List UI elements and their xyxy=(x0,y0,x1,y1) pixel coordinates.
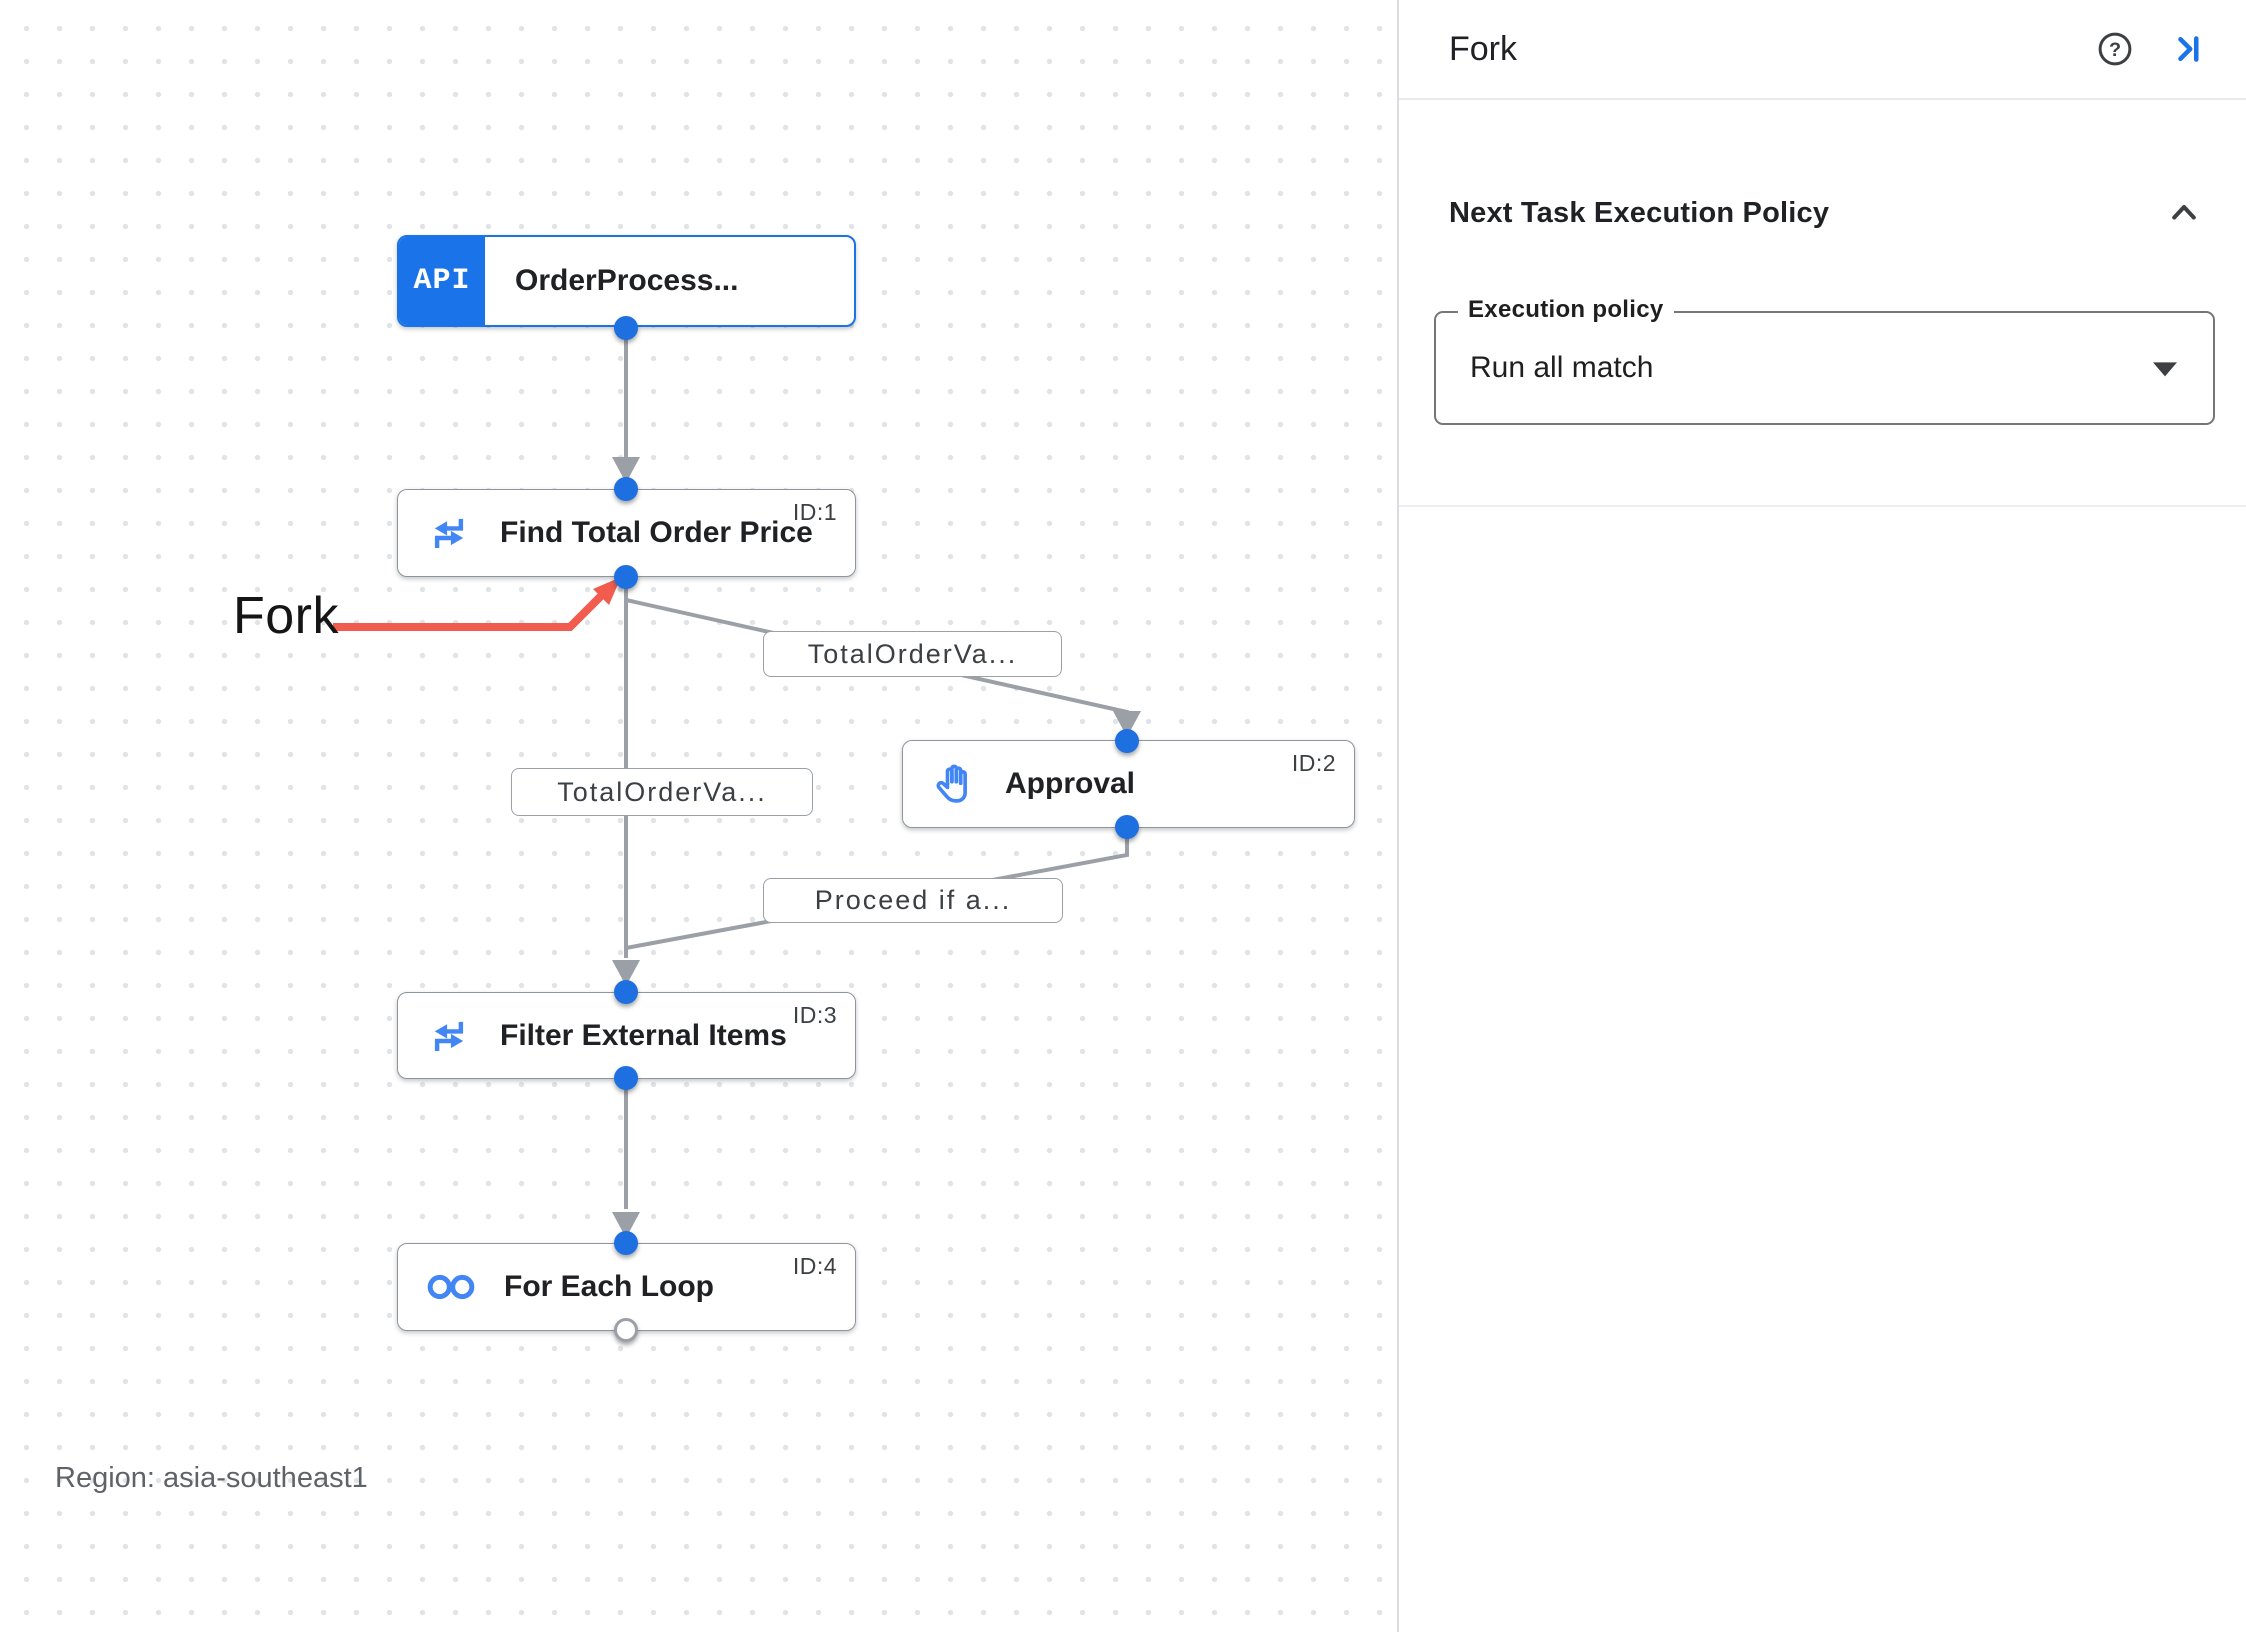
execution-policy-select[interactable]: Execution policy Run all match xyxy=(1434,296,2215,425)
port-trigger-out[interactable] xyxy=(614,316,638,340)
node-id-badge: ID:3 xyxy=(792,1002,837,1028)
data-mapping-icon xyxy=(426,1013,472,1059)
workflow-canvas[interactable]: API OrderProcess... Find Total Order Pri… xyxy=(0,0,1397,1632)
fork-annotation-label: Fork xyxy=(233,587,339,645)
for-each-loop-icon xyxy=(426,1267,476,1307)
port-approval-in[interactable] xyxy=(1115,729,1139,753)
port-approval-out[interactable] xyxy=(1115,815,1139,839)
node-filter-external-items[interactable]: Filter External Items ID:3 xyxy=(397,992,856,1079)
node-id-badge: ID:4 xyxy=(792,1253,837,1279)
edge-arrowheads xyxy=(612,457,1141,1238)
approval-hand-icon xyxy=(931,760,977,808)
edge-condition-label[interactable]: TotalOrderVa... xyxy=(511,768,813,816)
chevron-up-icon[interactable] xyxy=(2166,195,2202,231)
edge-condition-label[interactable]: TotalOrderVa... xyxy=(763,631,1062,677)
node-id-badge: ID:2 xyxy=(1291,750,1336,776)
port-filter-out[interactable] xyxy=(614,1066,638,1090)
node-title: OrderProcess... xyxy=(515,264,739,297)
panel-header: Fork ? xyxy=(1399,0,2246,100)
node-api-trigger[interactable]: API OrderProcess... xyxy=(397,235,856,327)
port-filter-in[interactable] xyxy=(614,980,638,1004)
section-divider xyxy=(1399,505,2246,507)
node-for-each-loop[interactable]: For Each Loop ID:4 xyxy=(397,1243,856,1331)
dropdown-caret-icon xyxy=(2153,362,2177,377)
node-title: For Each Loop xyxy=(504,1270,714,1303)
execution-policy-value: Run all match xyxy=(1470,351,1654,384)
node-find-total-order-price[interactable]: Find Total Order Price ID:1 xyxy=(397,489,856,577)
fork-config-panel: Fork ? Next Task Execution Policy xyxy=(1397,0,2246,1632)
region-label: Region: asia-southeast1 xyxy=(55,1462,368,1494)
help-icon[interactable]: ? xyxy=(2096,30,2134,68)
section-title: Next Task Execution Policy xyxy=(1449,196,1830,229)
port-foreach-out[interactable] xyxy=(614,1318,638,1342)
node-title: Approval xyxy=(1005,767,1136,800)
panel-title: Fork xyxy=(1449,29,1517,68)
edge-condition-label[interactable]: Proceed if a... xyxy=(763,878,1063,923)
next-task-policy-section-header: Next Task Execution Policy xyxy=(1449,188,2202,238)
data-mapping-icon xyxy=(426,510,472,556)
node-id-badge: ID:1 xyxy=(792,499,837,525)
fork-annotation-arrow xyxy=(333,577,621,631)
node-title: Find Total Order Price xyxy=(500,516,813,549)
execution-policy-label: Execution policy xyxy=(1458,296,1674,324)
api-trigger-icon: API xyxy=(399,237,485,325)
port-findtotal-in[interactable] xyxy=(614,477,638,501)
node-title: Filter External Items xyxy=(500,1018,787,1052)
port-foreach-in[interactable] xyxy=(614,1231,638,1255)
svg-text:?: ? xyxy=(2109,39,2121,61)
port-findtotal-out-fork[interactable] xyxy=(614,565,638,589)
collapse-panel-icon[interactable] xyxy=(2170,31,2206,67)
